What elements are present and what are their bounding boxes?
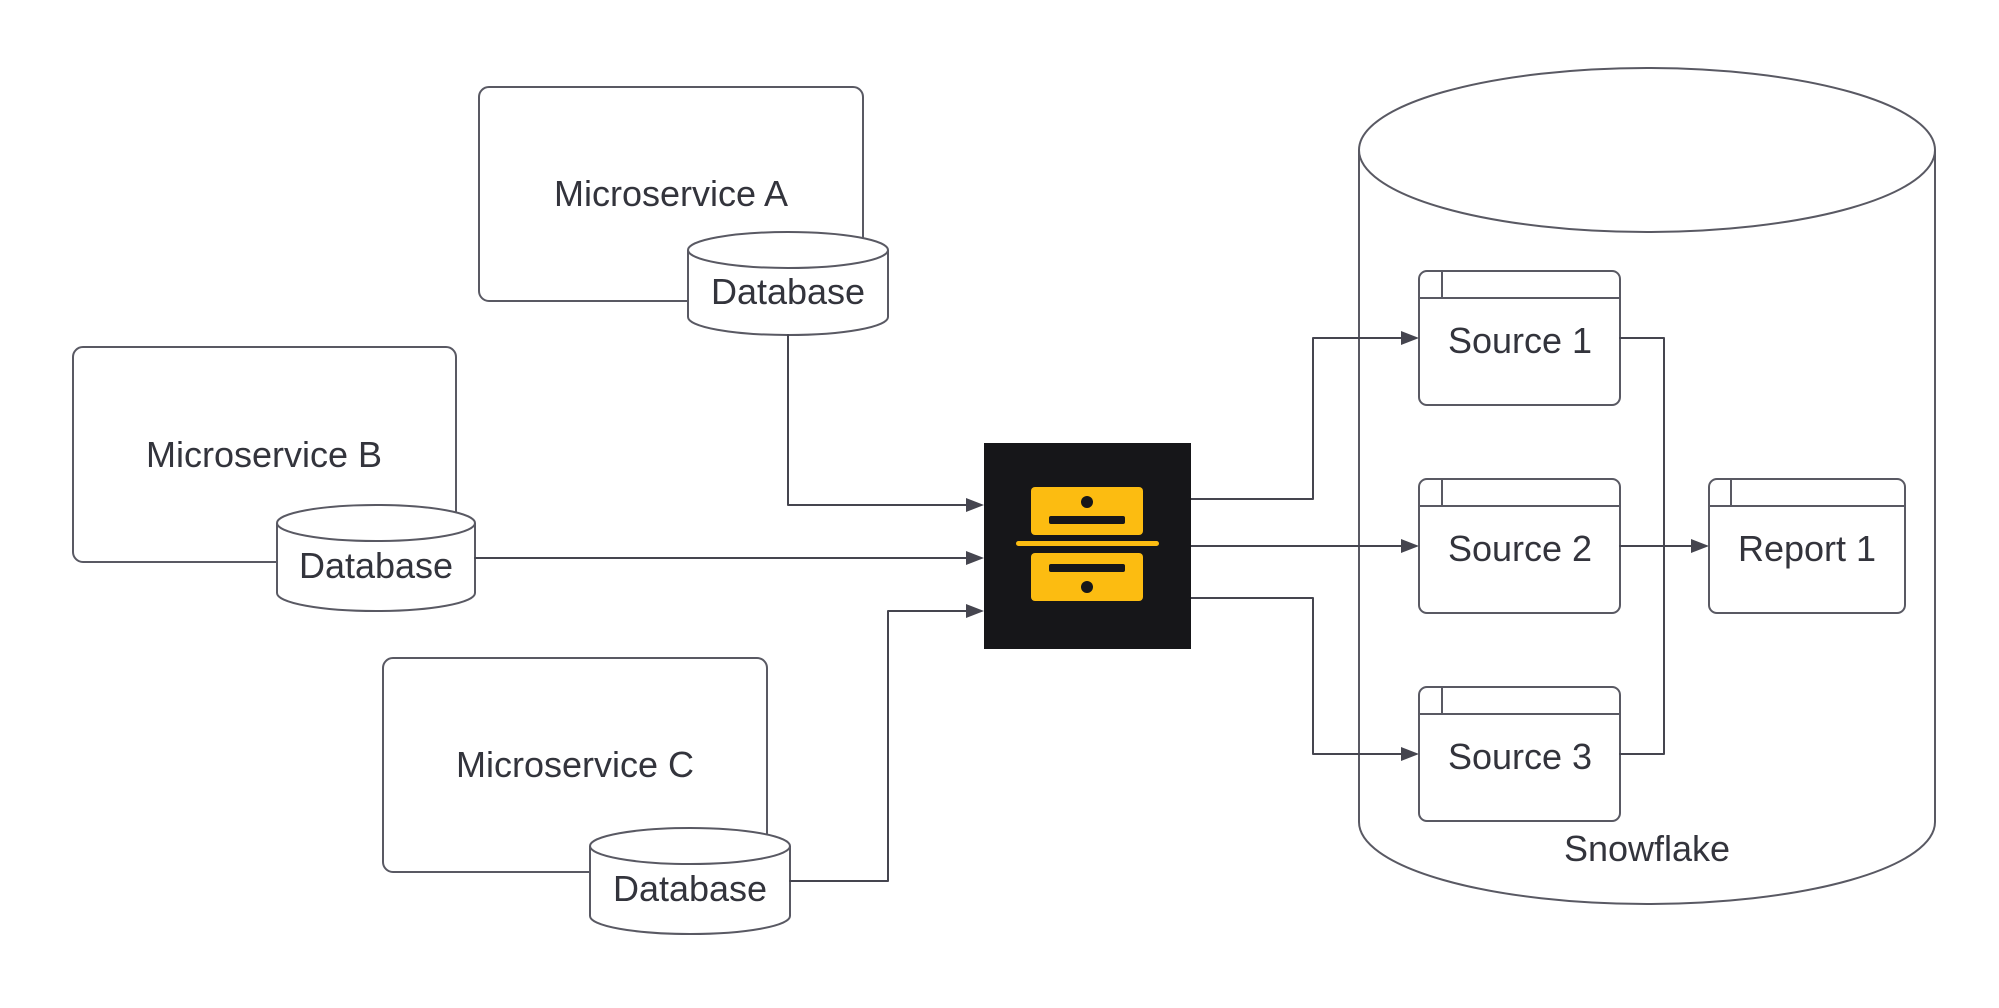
database-c-cylinder-body xyxy=(589,846,791,935)
database-a-label: Database xyxy=(710,271,866,313)
logo-bottom-dot xyxy=(1081,581,1093,593)
snowflake-label: Snowflake xyxy=(1563,828,1731,870)
logo-top-dot xyxy=(1081,496,1093,508)
pipeline-node xyxy=(984,443,1191,649)
microservice-c-box xyxy=(382,657,768,873)
source-2-table-header-lines xyxy=(1419,479,1620,507)
source-3-table-header-lines xyxy=(1419,687,1620,715)
shape-layer xyxy=(72,67,1936,935)
microservice-a-label: Microservice A xyxy=(553,173,789,215)
database-c-cylinder-top xyxy=(589,827,791,865)
connector-database-a-to-pipeline xyxy=(787,334,968,506)
logo-top-bar xyxy=(1049,516,1125,524)
connector-pipeline-to-source-3 xyxy=(1190,597,1403,755)
arrowhead-into-source-3 xyxy=(1401,747,1419,761)
database-b-cylinder-body xyxy=(276,523,476,612)
connector-layer xyxy=(474,334,1693,882)
source-2-label: Source 2 xyxy=(1447,528,1593,570)
etl-pipeline-logo-icon xyxy=(1016,487,1159,601)
arrowhead-into-source-2 xyxy=(1401,539,1419,553)
connector-pipeline-to-source-1 xyxy=(1190,337,1403,500)
database-b-label: Database xyxy=(298,545,454,587)
connector-source-1-to-report xyxy=(1619,337,1665,547)
arrowhead-into-report-1 xyxy=(1691,539,1709,553)
snowflake-cylinder-top xyxy=(1358,67,1936,233)
logo-top-block xyxy=(1031,487,1143,535)
arrowhead-into-source-1 xyxy=(1401,331,1419,345)
source-1-label: Source 1 xyxy=(1447,320,1593,362)
source-3-label: Source 3 xyxy=(1447,736,1593,778)
report-1-label: Report 1 xyxy=(1737,528,1877,570)
arrowhead-into-pipeline-1 xyxy=(966,498,984,512)
database-b-cylinder-top xyxy=(276,504,476,542)
source-1-table-header-lines xyxy=(1419,271,1620,299)
connector-database-c-to-pipeline xyxy=(789,610,968,882)
arrowhead-into-pipeline-2 xyxy=(966,551,984,565)
arrowhead-into-pipeline-3 xyxy=(966,604,984,618)
arrowhead-layer xyxy=(966,331,1709,761)
connector-source-3-to-report xyxy=(1619,545,1665,755)
database-a-cylinder-top xyxy=(687,231,889,269)
logo-bottom-block xyxy=(1031,553,1143,601)
logo-bottom-bar xyxy=(1049,564,1125,572)
microservice-c-label: Microservice C xyxy=(455,744,695,786)
microservice-b-label: Microservice B xyxy=(145,434,383,476)
report-1-table-header-lines xyxy=(1709,479,1905,507)
database-c-label: Database xyxy=(612,868,768,910)
logo-middle-line xyxy=(1016,541,1159,546)
